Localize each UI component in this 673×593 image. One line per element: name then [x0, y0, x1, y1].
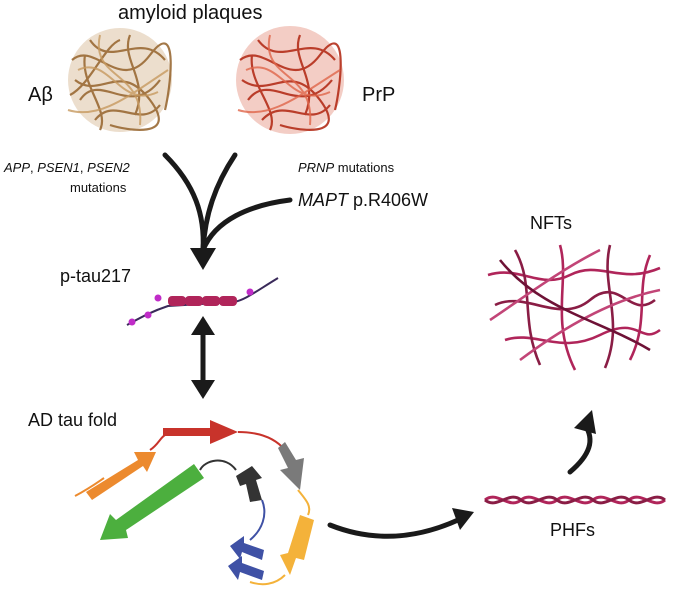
- arrowhead-to-phfs: [452, 508, 474, 530]
- abeta-plaque: [67, 28, 172, 132]
- ad-tau-fold: [74, 420, 314, 586]
- double-arrow: [191, 316, 215, 399]
- arrow-to-nfts: [567, 422, 593, 475]
- prnp-label: PRNP mutations: [298, 160, 394, 175]
- gene-psen2: PSEN2: [87, 160, 130, 175]
- gene-mapt: MAPT: [298, 190, 349, 210]
- prp-plaque: [236, 26, 344, 134]
- gene-prnp: PRNP: [298, 160, 335, 175]
- mapt-label: MAPT p.R406W: [298, 190, 428, 211]
- gene-sep-2: ,: [79, 160, 88, 175]
- fold-label: AD tau fold: [28, 410, 118, 430]
- gene-psen1: PSEN1: [37, 160, 80, 175]
- phf-filament: [484, 495, 666, 505]
- gene-app: APP: [4, 160, 31, 175]
- phfs-label: PHFs: [550, 520, 595, 540]
- nft-tangle: [487, 244, 661, 371]
- nfts-label: NFTs: [530, 213, 572, 233]
- arrowhead-to-ptau: [190, 248, 216, 270]
- plaques-title: amyloid plaques: [118, 2, 263, 24]
- app-psen-mutations: mutations: [70, 180, 127, 195]
- prnp-suffix: mutations: [334, 160, 395, 175]
- ptau-molecule: [126, 277, 279, 326]
- arrow-to-phfs: [327, 517, 461, 539]
- arrowhead-to-nfts: [574, 410, 596, 434]
- abeta-label: Aβ: [28, 84, 53, 106]
- mapt-suffix: p.R406W: [348, 190, 429, 210]
- app-psen-genes: APP, PSEN1, PSEN2: [4, 160, 130, 175]
- gene-sep-1: ,: [30, 160, 38, 175]
- convergence-arrows: [162, 152, 293, 253]
- prp-label: PrP: [362, 84, 396, 106]
- ptau-label: p-tau217: [60, 266, 132, 286]
